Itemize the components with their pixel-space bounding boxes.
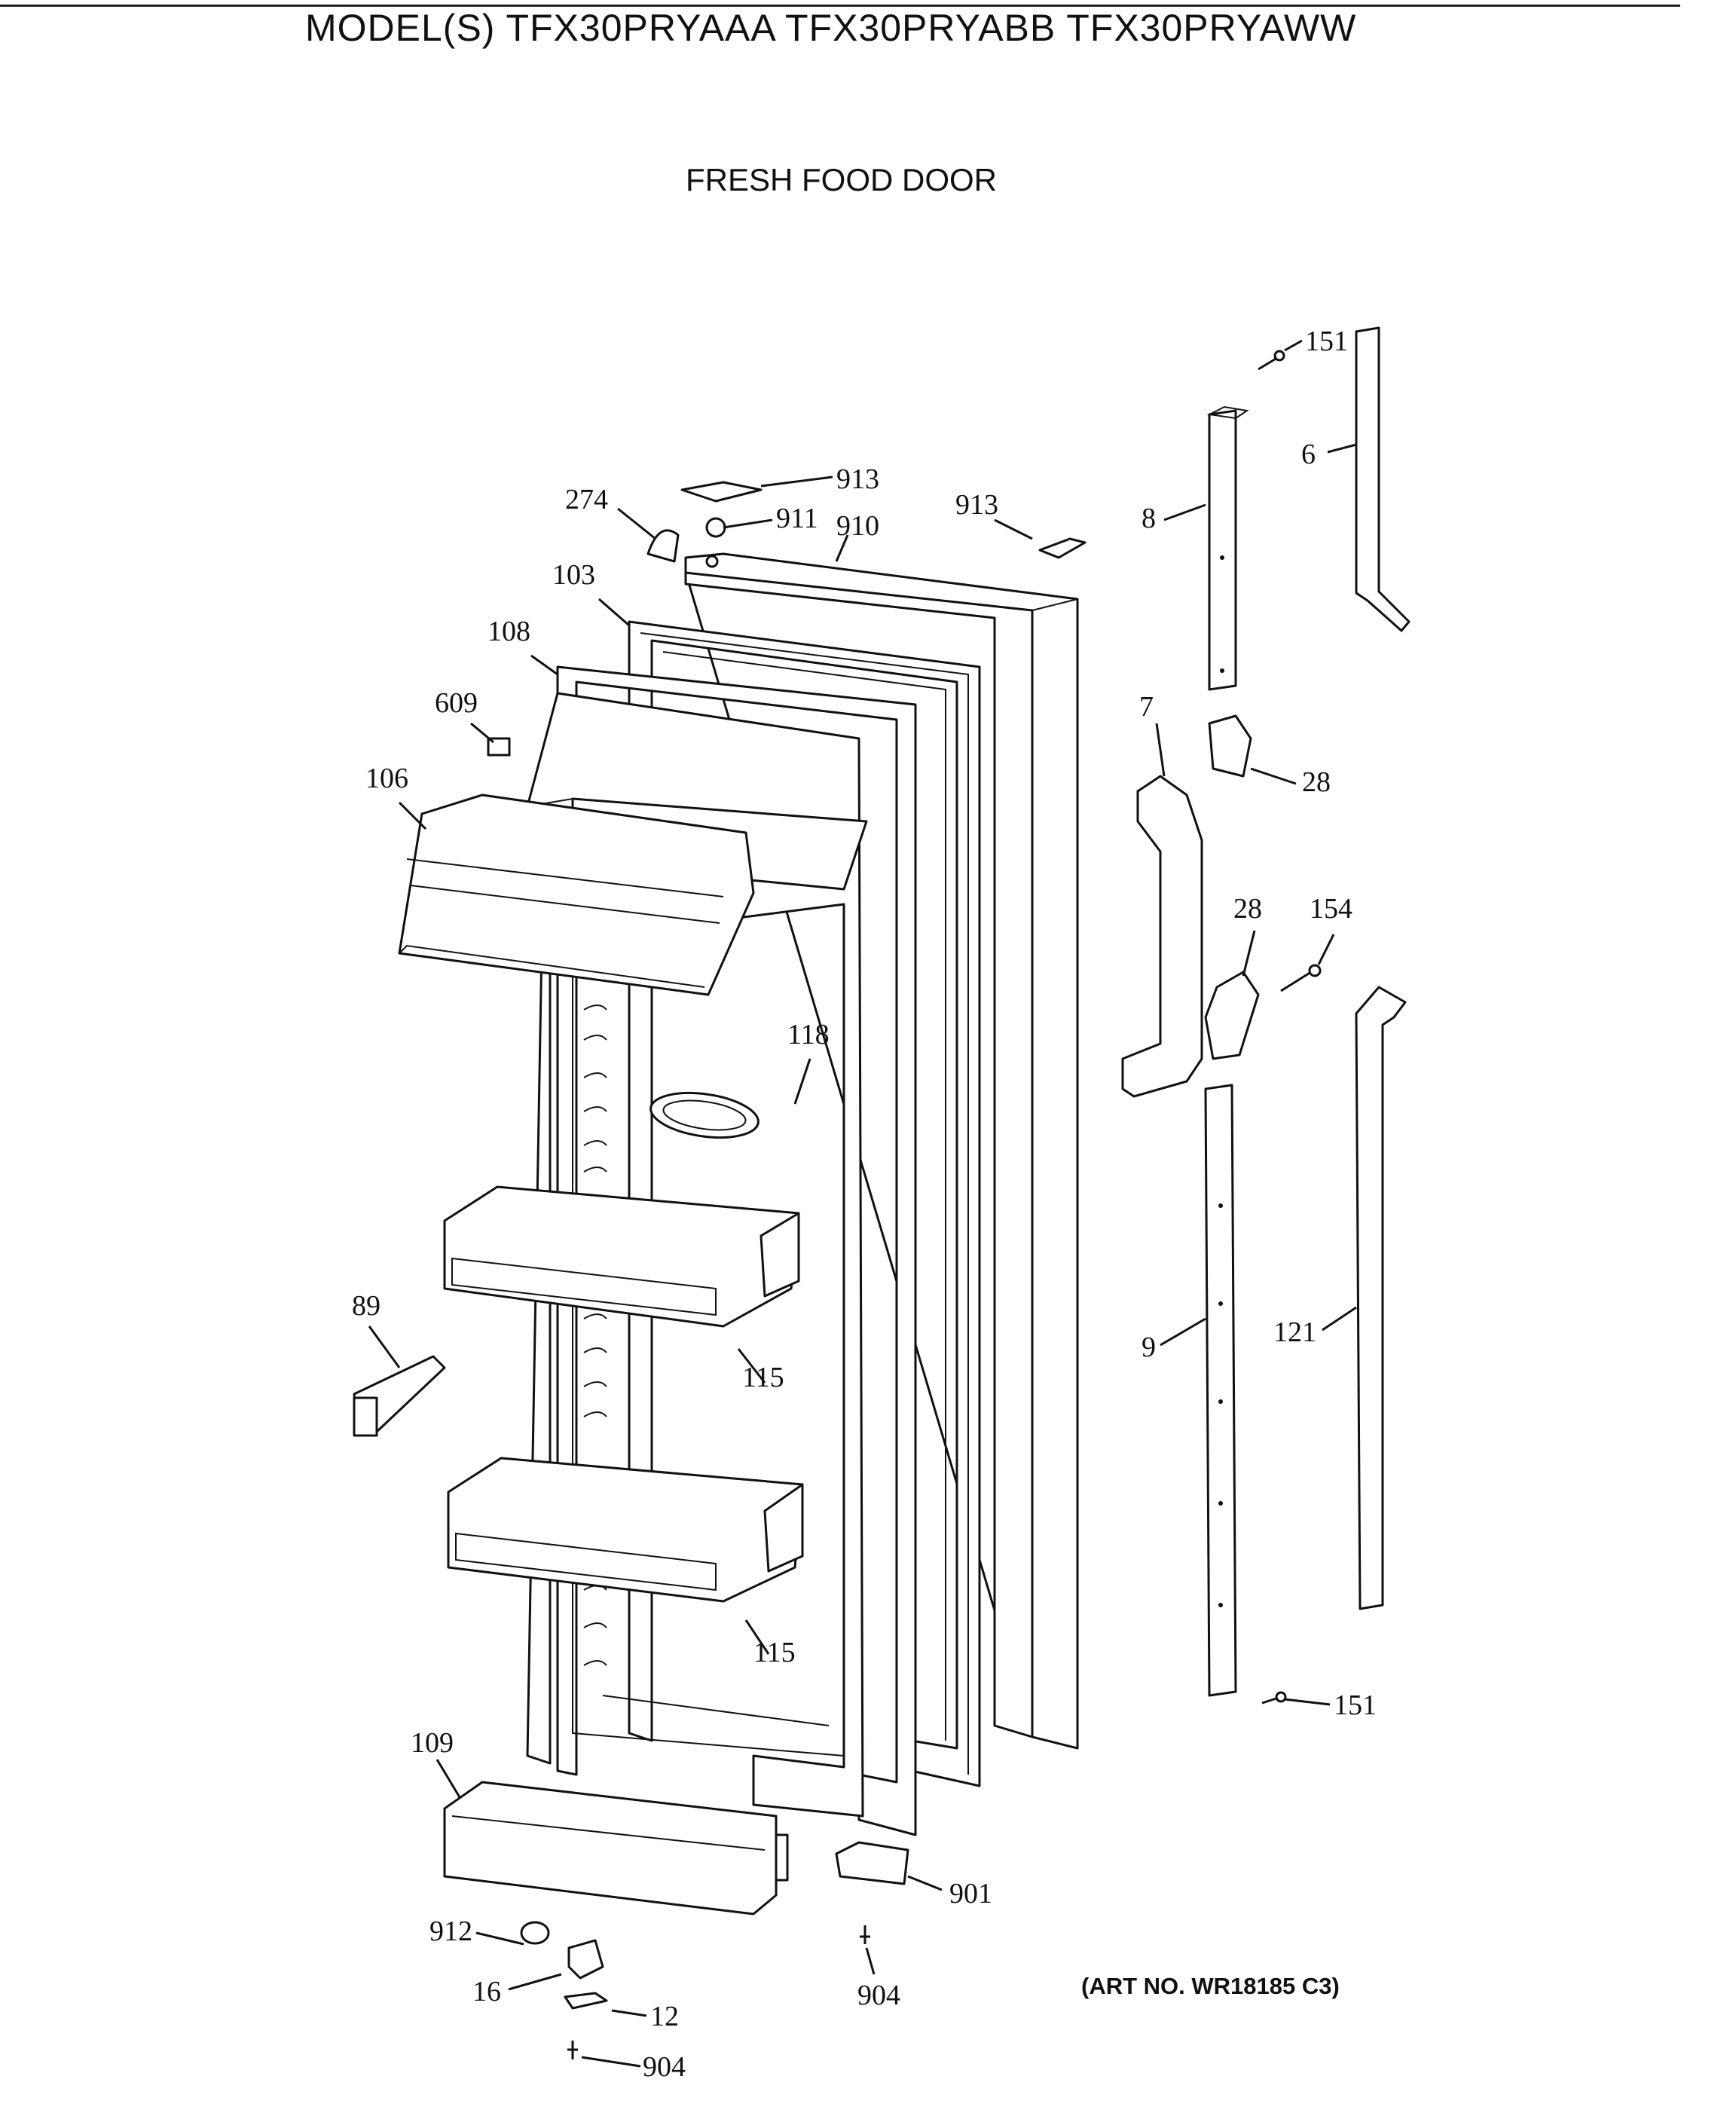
part-7-handle — [1121, 775, 1203, 1098]
part-115-shelf-lower — [447, 1457, 804, 1603]
part-6-trim — [1355, 326, 1410, 632]
part-118-egg-tray — [649, 1092, 760, 1139]
callout-901: 901 — [949, 1878, 992, 1909]
part-9-trim-lower — [1204, 1084, 1237, 1697]
diagram-title: FRESH FOOD DOOR — [686, 162, 998, 197]
callout-913-left: 913 — [836, 463, 879, 495]
part-106-dairy-door — [398, 793, 755, 996]
part-8-trim-upper — [1206, 405, 1249, 691]
small-parts — [487, 481, 1087, 2059]
callout-7: 7 — [1139, 691, 1154, 723]
callout-103: 103 — [552, 559, 595, 591]
leader-lines — [368, 339, 1357, 2068]
part-28-hinge-lower — [1204, 971, 1260, 1060]
part-115-shelf-upper — [443, 1185, 800, 1328]
part-901-hinge-cover — [835, 1841, 909, 1885]
callout-151-top: 151 — [1305, 326, 1348, 357]
callout-12: 12 — [650, 2001, 679, 2032]
art-number: (ART NO. WR18185 C3) — [1081, 1973, 1340, 1999]
callout-109: 109 — [411, 1727, 454, 1759]
callout-6: 6 — [1301, 439, 1316, 470]
part-108-liner — [556, 665, 917, 1836]
callout-106: 106 — [365, 763, 408, 794]
callout-274: 274 — [565, 484, 608, 515]
callout-115-upper: 115 — [742, 1362, 784, 1393]
callout-904-right: 904 — [857, 1980, 900, 2011]
callout-8: 8 — [1142, 503, 1156, 534]
part-913-pad-right — [1038, 537, 1087, 559]
callout-89: 89 — [352, 1290, 381, 1322]
callout-9: 9 — [1142, 1332, 1156, 1363]
part-154-screw — [1280, 964, 1322, 992]
callout-labels: 151 6 913 911 274 910 913 8 103 108 609 … — [352, 326, 1377, 2083]
callout-913-right: 913 — [955, 489, 998, 521]
part-89-bracket — [353, 1355, 446, 1437]
callout-28-lower: 28 — [1233, 893, 1262, 925]
callout-121: 121 — [1273, 1316, 1316, 1348]
callout-609: 609 — [435, 687, 478, 719]
callout-911: 911 — [776, 503, 818, 534]
callout-912: 912 — [429, 1916, 472, 1947]
callout-115-lower: 115 — [753, 1637, 796, 1668]
callout-910: 910 — [836, 510, 879, 542]
part-28-hinge-upper — [1208, 714, 1252, 778]
callout-154: 154 — [1310, 893, 1352, 925]
callout-108: 108 — [487, 616, 530, 647]
callout-904-bottom: 904 — [643, 2051, 686, 2083]
model-header: MODEL(S) TFX30PRYAAA TFX30PRYABB TFX30PR… — [305, 7, 1357, 49]
callout-118: 118 — [787, 1019, 830, 1050]
part-109-bottom-bin — [443, 1781, 789, 1916]
part-913-pad — [680, 481, 763, 503]
part-151-screws — [1258, 350, 1287, 1705]
callout-28-upper: 28 — [1302, 766, 1331, 798]
top-rule — [0, 5, 1680, 7]
part-103-gasket — [628, 620, 981, 1787]
part-121-trim — [1355, 986, 1407, 1610]
callout-151-bottom: 151 — [1334, 1689, 1377, 1721]
callout-16: 16 — [472, 1976, 501, 2007]
